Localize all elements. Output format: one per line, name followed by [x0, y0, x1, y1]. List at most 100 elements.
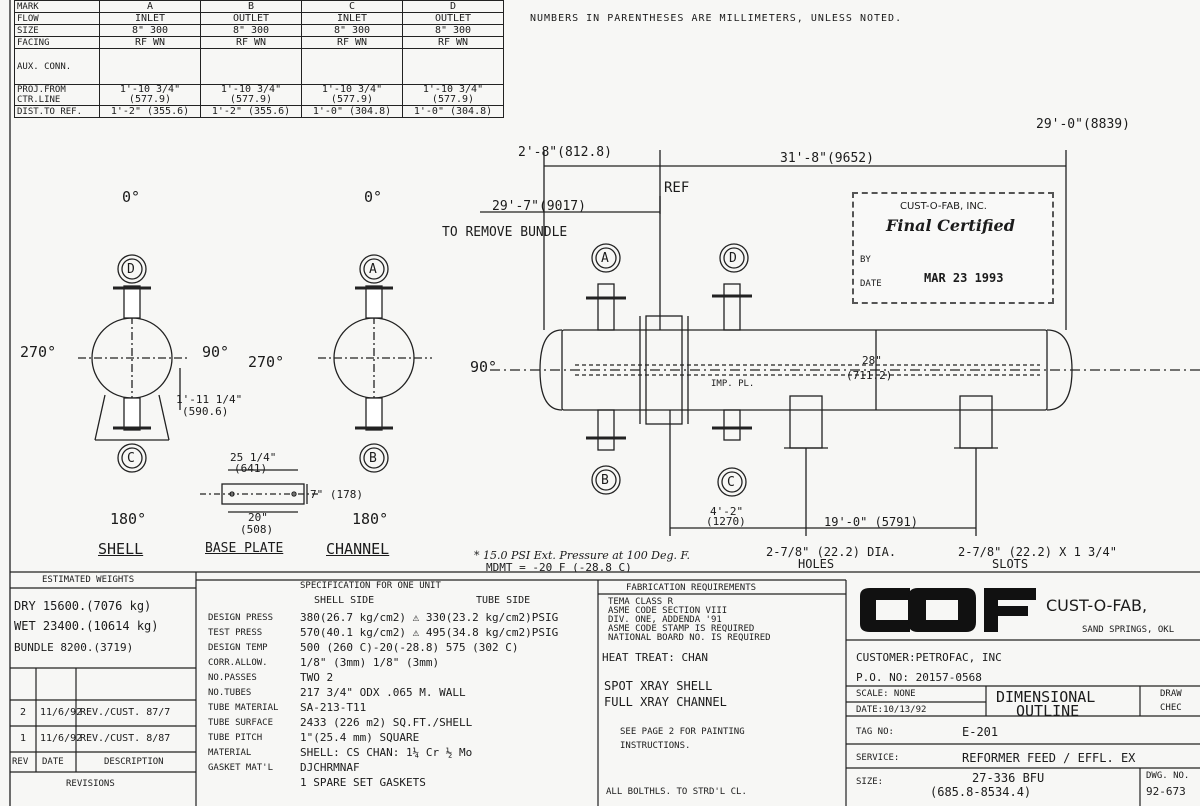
fab-bolt: ALL BOLTHLS. TO STRD'L CL.	[606, 787, 747, 797]
spec-label: MATERIAL	[208, 748, 252, 758]
fab-xray-channel: FULL XRAY CHANNEL	[604, 695, 727, 709]
mark-b-side: B	[601, 473, 609, 488]
dim-overall: 29'-0"(8839)	[1036, 117, 1130, 132]
dwg-label: DWG. NO.	[1146, 771, 1190, 781]
fab-line: NATIONAL BOARD NO. IS REQUIRED	[608, 633, 771, 643]
dim-span1-mm: (1270)	[706, 515, 746, 528]
revisions-header: REVISIONS	[66, 779, 115, 789]
dim-dia: 28"	[862, 354, 882, 367]
size-label: SIZE:	[856, 777, 884, 787]
unit-size-mm: (685.8-8534.4)	[930, 785, 1032, 799]
spec-label: NO.PASSES	[208, 673, 257, 683]
spec-shell-side: SHELL SIDE	[314, 595, 375, 606]
rev-date-2: 11/6/92	[40, 707, 83, 718]
stamp-date: MAR 23 1993	[924, 271, 1004, 285]
fab-header: FABRICATION REQUIREMENTS	[626, 583, 757, 593]
slots-label: SLOTS	[992, 557, 1029, 571]
stamp-company: CUST-O-FAB, INC.	[900, 201, 987, 212]
rev-col-date: DATE	[42, 757, 64, 767]
spec-tube-side: TUBE SIDE	[476, 595, 531, 606]
fab-line: ASME CODE STAMP IS REQUIRED	[608, 624, 755, 634]
channel-angle-180: 180°	[352, 510, 389, 528]
drawing-title-2: OUTLINE	[1016, 702, 1080, 720]
customer: CUSTOMER:PETROFAC, INC	[856, 651, 1002, 664]
remove-bundle-note: TO REMOVE BUNDLE	[442, 225, 568, 240]
dim-2-8: 2'-8"(812.8)	[518, 145, 612, 160]
certified-stamp: CUST-O-FAB, INC. Final Certified BY DATE…	[852, 192, 1054, 304]
spec-value: 380(26.7 kg/cm2) ⚠ 330(23.2 kg/cm2)PSIG	[300, 611, 559, 624]
tag-label: TAG NO:	[856, 727, 894, 737]
spec-value: SA-213-T11	[300, 701, 367, 714]
spec-value: 570(40.1 kg/cm2) ⚠ 495(34.8 kg/cm2)PSIG	[300, 626, 559, 639]
rev-date-1: 11/6/92	[40, 733, 83, 744]
nozzle-cell: 1'-0" (304.8)	[402, 105, 504, 118]
dim-drop: 1'-11 1/4"	[176, 393, 243, 406]
rev-desc-2: REV./CUST. 87/7	[80, 707, 171, 718]
fab-paint-1: SEE PAGE 2 FOR PAINTING	[620, 727, 745, 737]
cof-logo	[860, 588, 1036, 632]
mark-d-side: D	[729, 251, 737, 266]
base-width-mm: (641)	[234, 462, 268, 475]
fab-heat: HEAT TREAT: CHAN	[602, 651, 708, 664]
spec-label: DESIGN TEMP	[208, 643, 268, 653]
view-base-plate: BASE PLATE	[205, 541, 284, 556]
dim-span2: 19'-0" (5791)	[824, 515, 918, 529]
nozzle-row-label: PROJ.FROM CTR.LINE	[14, 84, 100, 106]
shell-angle-0: 0°	[122, 188, 141, 206]
spec-label: TEST PRESS	[208, 628, 263, 638]
drawing-date: DATE:10/13/92	[856, 705, 927, 715]
spec-label: TUBE MATERIAL	[208, 703, 279, 713]
dim-31-8: 31'-8"(9652)	[780, 151, 874, 166]
view-channel: CHANNEL	[326, 540, 390, 558]
slots-note: 2-7/8" (22.2) X 1 3/4"	[958, 545, 1117, 559]
fab-line: DIV. ONE, ADDENDA '91	[608, 615, 722, 625]
fab-xray-shell: SPOT XRAY SHELL	[604, 679, 713, 693]
rev-col-rev: REV	[12, 757, 29, 767]
nozzle-row-label: AUX. CONN.	[14, 48, 100, 85]
rev-col-desc: DESCRIPTION	[104, 757, 164, 767]
mark-a-side: A	[601, 251, 609, 266]
dim-span1: 4'-2"	[710, 505, 744, 518]
spec-value: 500 (260 C)-20(-28.8) 575 (302 C)	[300, 641, 519, 654]
dim-remove: 29'-7"(9017)	[492, 199, 586, 214]
check-label: CHEC	[1160, 703, 1182, 713]
spec-value: 1"(25.4 mm) SQUARE	[300, 731, 420, 744]
nozzle-cell	[301, 48, 403, 85]
imp-plate: IMP. PL.	[711, 379, 755, 389]
fab-line: ASME CODE SECTION VIII	[608, 606, 728, 616]
spec-label: GASKET MAT'L	[208, 763, 274, 773]
mark-c-shell: C	[127, 451, 135, 466]
dim-dia-mm: (711.2)	[846, 369, 893, 382]
nozzle-cell: 1'-2" (355.6)	[200, 105, 302, 118]
spec-value: TWO 2	[300, 671, 334, 684]
fab-paint-2: INSTRUCTIONS.	[620, 741, 691, 751]
po-number: P.O. NO: 20157-0568	[856, 671, 982, 684]
spec-label: CORR.ALLOW.	[208, 658, 268, 668]
spec-value: DJCHRMNAF	[300, 761, 360, 774]
draw-label: DRAW	[1160, 689, 1182, 699]
nozzle-cell	[200, 48, 302, 85]
base-width: 25 1/4"	[230, 451, 277, 464]
drawing-title-1: DIMENSIONAL	[996, 688, 1096, 706]
channel-angle-0: 0°	[364, 188, 383, 206]
holes-note: 2-7/8" (22.2) DIA.	[766, 545, 897, 559]
scale: SCALE: NONE	[856, 689, 916, 699]
spec-header: SPECIFICATION FOR ONE UNIT	[300, 581, 441, 591]
spec-label: DESIGN PRESS	[208, 613, 274, 623]
dim-drop-mm: (590.6)	[182, 405, 229, 418]
spec-value: 2433 (226 m2) SQ.FT./SHELL	[300, 716, 473, 729]
holes-label: HOLES	[798, 557, 835, 571]
base-height: 7" (178)	[310, 488, 363, 501]
shell-angle-90: 90°	[202, 343, 230, 361]
rev-num-1: 1	[20, 733, 27, 744]
base-center-mm: (508)	[240, 523, 274, 536]
mark-a-channel: A	[369, 262, 377, 277]
shell-angle-270: 270°	[20, 343, 57, 361]
unit-size: 27-336 BFU	[972, 771, 1045, 785]
stamp-date-label: DATE	[860, 279, 882, 289]
dwg-number: 92-673	[1146, 785, 1186, 798]
channel-angle-90: 90°	[470, 358, 498, 376]
